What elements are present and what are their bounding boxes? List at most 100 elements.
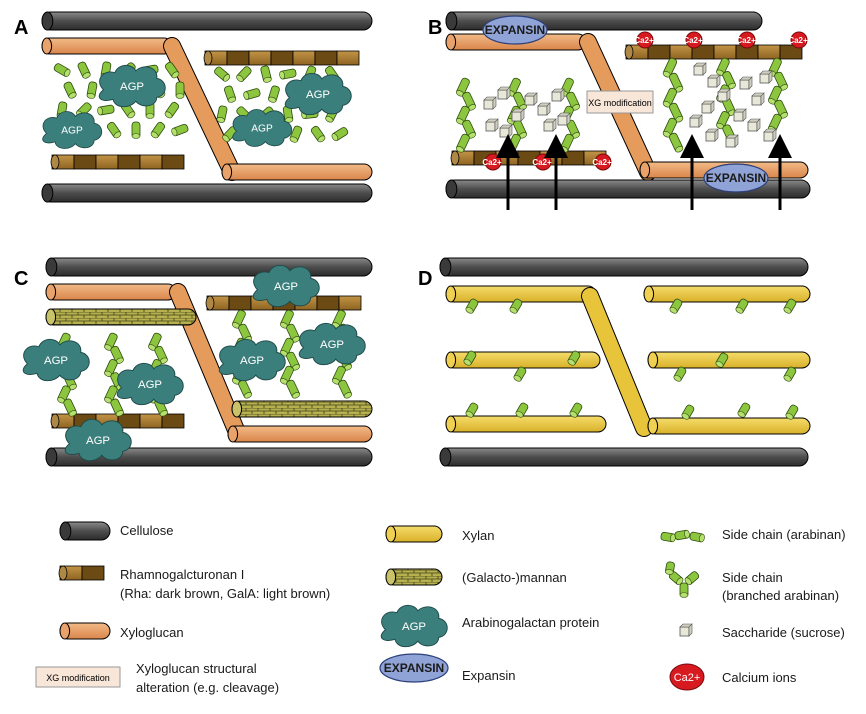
saccharide-cube [747, 118, 761, 132]
saccharide-cube [717, 88, 731, 102]
saccharide-cube [543, 118, 557, 132]
panel-label-a: A [14, 17, 28, 39]
side-chain-segment [164, 61, 180, 79]
saccharide-top [511, 108, 525, 122]
xylan-rod [647, 417, 811, 435]
rg1-segment [647, 44, 671, 60]
side-chain-segment [104, 332, 118, 351]
legend-xg-box-label: XG modification [46, 673, 110, 683]
side-chain-segment [171, 123, 189, 137]
legend-cellulose: Cellulose [120, 523, 173, 538]
xyloglucan-rod [227, 425, 373, 443]
agp-shape [116, 362, 184, 406]
legend-xg-alt-line1: Xyloglucan structural [136, 661, 257, 676]
rg1-end [450, 150, 460, 166]
saccharide-face [707, 77, 718, 88]
side-chain-tip [227, 96, 237, 103]
saccharide-face [725, 137, 736, 148]
saccharide-face [511, 111, 522, 122]
cellulose-rod-body [45, 257, 373, 277]
saccharide-face [497, 89, 508, 100]
side-chain-segment [669, 298, 683, 314]
saccharide-face [485, 121, 496, 132]
mannan-rod-end [45, 308, 57, 326]
rg1-end [50, 154, 60, 170]
xylan-rod-end [647, 417, 659, 435]
rg1-segment [161, 413, 185, 429]
side-chain-segment [515, 402, 529, 418]
xylan-diagonal [582, 288, 652, 436]
side-chain-tip [175, 93, 185, 99]
xylan-rod [445, 285, 597, 303]
saccharide-face [537, 105, 548, 116]
side-chain-segment [279, 337, 294, 357]
agp-blob: AGP [42, 111, 103, 149]
side-chain-segment [77, 61, 91, 79]
rg1-end [58, 565, 68, 581]
legend-saccharide: Saccharide (sucrose) [722, 625, 845, 640]
side-chain-segment [289, 125, 303, 143]
calcium-ion [534, 153, 552, 171]
side-chain-segment [243, 88, 261, 100]
calcium-label: Ca2+ [788, 36, 808, 45]
rg1-end [205, 295, 215, 311]
cellulose-rod-end [59, 521, 72, 541]
cellulose-rod [45, 447, 373, 467]
agp-shape [284, 72, 352, 116]
cellulose-rod [59, 521, 111, 541]
side-chain-segment [338, 379, 353, 399]
side-chain-segment [783, 366, 797, 382]
side-chain-tip [291, 392, 301, 399]
side-chain-segment [63, 398, 77, 417]
agp-label: AGP [251, 123, 273, 134]
side-chain-tip [515, 411, 524, 418]
side-chain-tip [145, 113, 155, 119]
side-chain-tip [679, 592, 689, 598]
side-chain-segment [716, 111, 730, 130]
legend-xg-box [35, 666, 121, 688]
calcium-ion [685, 31, 703, 49]
agp-label: AGP [402, 621, 426, 633]
mannan-rod-body [231, 400, 373, 418]
calcium-label: Ca2+ [683, 36, 703, 45]
side-chain-segment [735, 298, 749, 314]
side-chain-tip [68, 410, 77, 417]
calcium-label: Ca2+ [482, 158, 502, 167]
side-chain-segment [455, 77, 470, 97]
side-chain-tip [715, 361, 724, 368]
side-chain-segment [104, 385, 118, 404]
legend-calcium-ion [669, 663, 705, 691]
side-chain-tip [331, 133, 339, 142]
side-chain-segment [286, 379, 301, 399]
side-chain-segment [566, 91, 581, 111]
expansin-label: EXPANSIN [384, 661, 444, 675]
expansin-ellipse [703, 163, 769, 193]
agp-shape [232, 109, 293, 147]
saccharide-cube [511, 108, 525, 122]
side-chain-segment [238, 379, 253, 399]
side-chain-tip [317, 135, 326, 143]
agp-shape [298, 322, 366, 366]
rg1-segment [292, 50, 316, 66]
side-chain-tip [673, 375, 682, 382]
side-chain-segment [665, 561, 675, 575]
saccharide-face [717, 91, 728, 102]
agp-blob: AGP [218, 338, 286, 382]
rg1-segment [95, 154, 119, 170]
rg1-segment [713, 44, 737, 60]
legend-mannan: (Galacto-)mannan [462, 570, 567, 585]
xylan-rod-body [643, 285, 811, 303]
side-chain-segment [774, 99, 789, 119]
saccharide-top [717, 88, 731, 102]
side-chain-segment [783, 298, 797, 314]
side-chain-tip [676, 577, 684, 585]
side-chain-tip [284, 117, 294, 123]
side-chain-tip [569, 411, 578, 418]
saccharide-top [543, 118, 557, 132]
side-chain-segment [286, 323, 301, 343]
xyloglucan-rod-body [45, 283, 177, 301]
side-chain-tip [268, 96, 277, 103]
side-chain-segment [660, 531, 676, 543]
saccharide-face [483, 99, 494, 110]
